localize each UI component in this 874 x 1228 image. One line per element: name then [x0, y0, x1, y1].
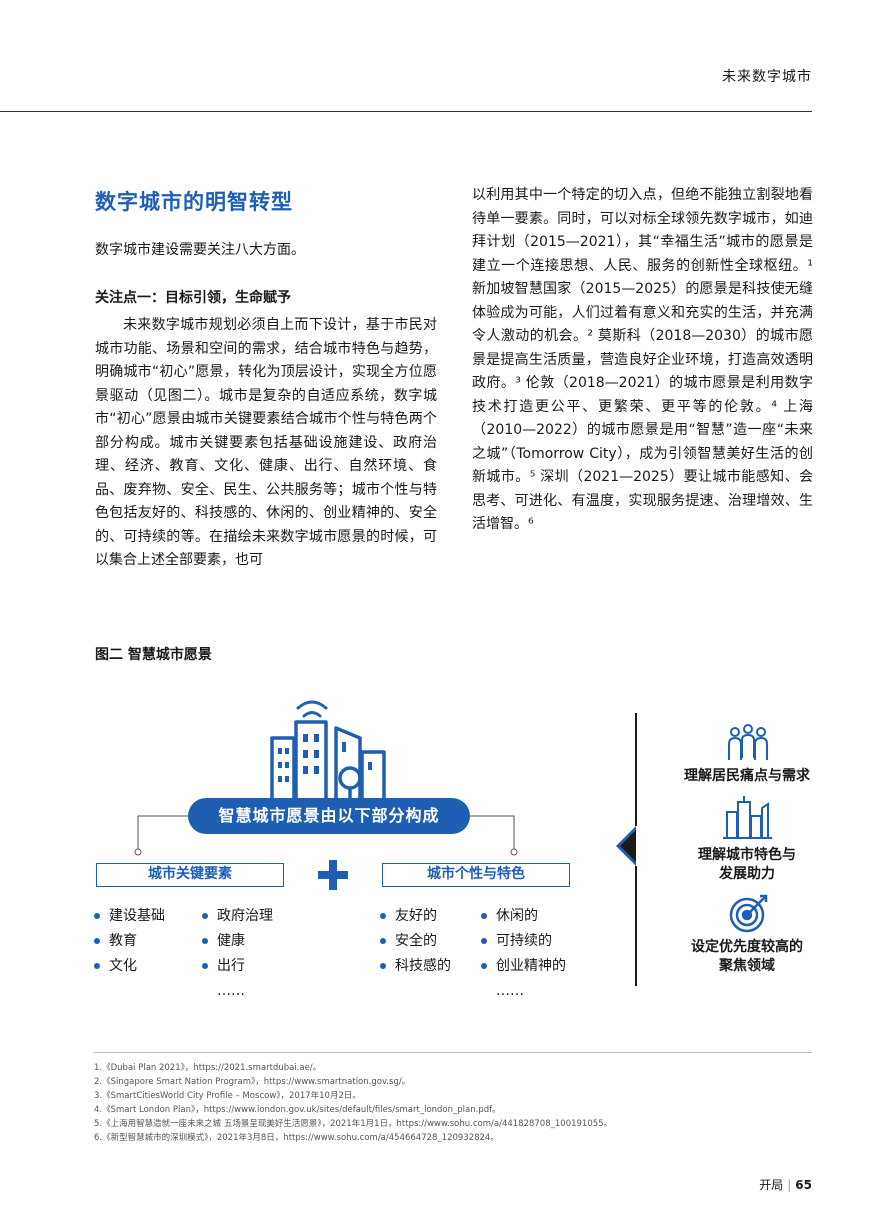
people-group-icon	[728, 724, 768, 760]
smart-city-vision-diagram: 智慧城市愿景由以下部分构成 城市关键要素 城市个性与特色 建设基础 教育 文化 …	[0, 680, 874, 1010]
connector-node-right	[510, 848, 518, 856]
footnote-3: 3.《SmartCitiesWorld City Profile – Mosco…	[94, 1091, 361, 1101]
list-ellipsis: ……	[496, 983, 524, 999]
label-line: 理解城市特色与	[698, 847, 796, 863]
list-item: 安全的	[380, 929, 451, 954]
list-ellipsis: ……	[217, 983, 245, 999]
header-divider	[0, 111, 812, 112]
footnote-1: 1.《Dubai Plan 2021》，https://2021.smartdu…	[94, 1063, 322, 1073]
footnote-4: 4.《Smart London Plan》，https://www.london…	[94, 1105, 501, 1115]
connector-node-left	[134, 848, 142, 856]
key-elements-list-1: 建设基础 教育 文化	[94, 904, 165, 979]
plus-icon	[318, 860, 348, 890]
figure-caption: 图二 智慧城市愿景	[95, 647, 212, 663]
target-icon	[729, 894, 768, 933]
understand-resident-needs-label: 理解居民痛点与需求	[652, 767, 842, 786]
wifi-icon	[296, 700, 328, 718]
footnotes: 1.《Dubai Plan 2021》，https://2021.smartdu…	[94, 1061, 612, 1145]
body-paragraph-right: 以利用其中一个特定的切入点，但绝不能独立割裂地看待单一要素。同时，可以对标全球领…	[472, 187, 813, 532]
personality-list-2: 休闲的 可持续的 创业精神的 ……	[481, 904, 566, 1004]
list-item: 健康	[202, 929, 273, 954]
list-item: 文化	[94, 954, 165, 979]
focus-point-heading: 关注点一：目标引领，生命赋予	[95, 290, 291, 306]
building-windows	[278, 734, 372, 782]
section-intro: 数字城市建设需要关注八大方面。	[95, 242, 305, 258]
vision-composition-label: 智慧城市愿景由以下部分构成	[188, 798, 470, 834]
page-number: 65	[795, 1178, 812, 1192]
footnote-6: 6.《新型智慧城市的深圳模式》，2021年3月8日，https://www.so…	[94, 1133, 499, 1143]
list-item: 友好的	[380, 904, 451, 929]
list-item: 可持续的	[481, 929, 566, 954]
footnote-5: 5.《上海用智慧造就一座未来之城 五场景呈现美好生活愿景》，2021年1月1日，…	[94, 1119, 613, 1129]
label-line: 理解居民痛点与需求	[684, 768, 810, 784]
label-line: 聚焦领域	[719, 958, 775, 974]
label-line: 设定优先度较高的	[691, 939, 803, 955]
section-title: 数字城市的明智转型	[95, 190, 293, 214]
running-header-title: 未来数字城市	[722, 69, 812, 85]
footer-section-name: 开局	[759, 1178, 784, 1192]
city-key-elements-box: 城市关键要素	[96, 863, 284, 887]
footnote-2: 2.《Singapore Smart Nation Program》，https…	[94, 1077, 411, 1087]
label-line: 发展助力	[719, 866, 775, 882]
list-item: 科技感的	[380, 954, 451, 979]
list-item: 出行	[202, 954, 273, 979]
list-item: 建设基础	[94, 904, 165, 929]
list-item: 创业精神的	[481, 954, 566, 979]
list-item: 政府治理	[202, 904, 273, 929]
city-skyline-icon	[262, 720, 396, 802]
personality-list-1: 友好的 安全的 科技感的	[380, 904, 451, 979]
body-paragraph-left: 未来数字城市规划必须自上而下设计，基于市民对城市功能、场景和空间的需求，结合城市…	[95, 317, 437, 568]
set-priority-focus-label: 设定优先度较高的 聚焦领域	[652, 938, 842, 976]
chevron-left-icon	[616, 826, 636, 866]
page-footer: 开局|65	[759, 1178, 812, 1192]
understand-city-features-label: 理解城市特色与 发展助力	[652, 846, 842, 884]
city-personality-box: 城市个性与特色	[382, 863, 570, 887]
list-item: 教育	[94, 929, 165, 954]
city-buildings-icon	[723, 796, 772, 839]
list-item: 休闲的	[481, 904, 566, 929]
connector-lines	[137, 815, 515, 850]
key-elements-list-2: 政府治理 健康 出行 ……	[202, 904, 273, 1004]
footnote-divider	[94, 1052, 812, 1053]
